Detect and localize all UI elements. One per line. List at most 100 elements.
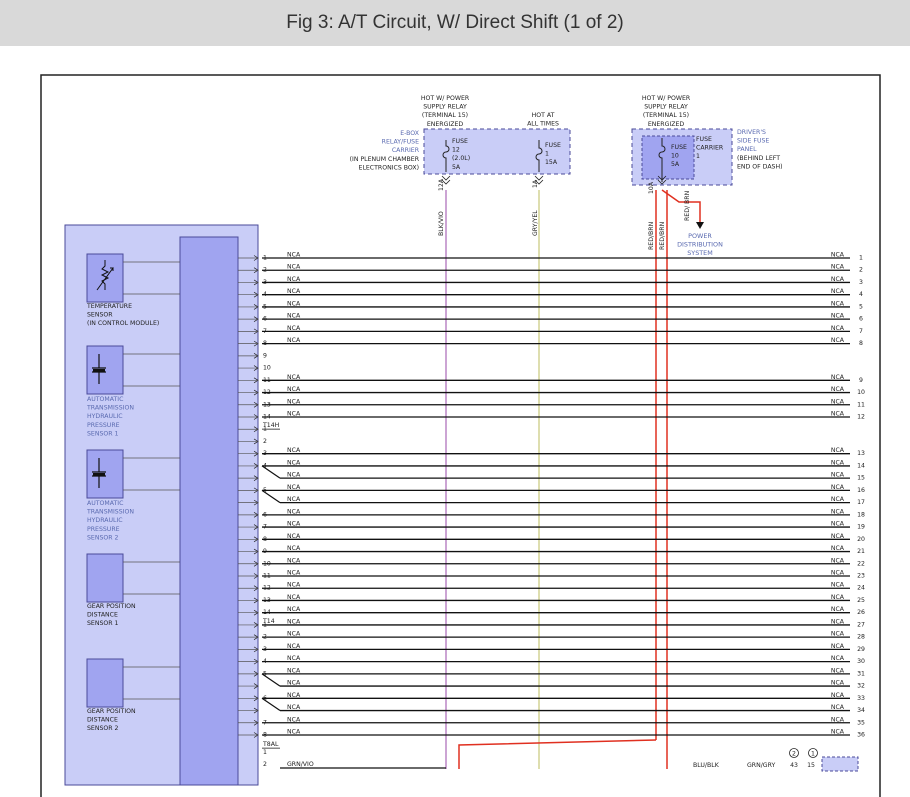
pin-nca-right: NCA bbox=[831, 570, 845, 577]
sensor-2-label-3: HYDRAULIC bbox=[87, 413, 123, 420]
pin-nca-right: NCA bbox=[831, 252, 845, 259]
pin-row: 4NCANCA14 bbox=[238, 459, 865, 469]
pin-nca-right: NCA bbox=[831, 594, 845, 601]
pin-row: 9NCANCA21 bbox=[238, 545, 865, 555]
hot-mid-1: HOT AT bbox=[532, 112, 555, 119]
pressure-sensor-1-element bbox=[93, 369, 105, 372]
pin-nca-right: NCA bbox=[831, 729, 845, 736]
pin-10a: 10A bbox=[648, 181, 655, 194]
wire-diagonal bbox=[261, 673, 281, 687]
ebox-location-1: (IN PLENUM CHAMBER bbox=[350, 156, 420, 163]
pin-right-number: 31 bbox=[857, 670, 865, 677]
pin-nca-left: NCA bbox=[287, 545, 301, 552]
pin-number: 10 bbox=[263, 365, 271, 372]
bottom-wire-blu-blk: BLU/BLK bbox=[693, 762, 720, 769]
hot-right-4: ENERGIZED bbox=[648, 121, 685, 128]
pin-nca-right: NCA bbox=[831, 680, 845, 687]
pin-right-number: 4 bbox=[859, 291, 863, 298]
pin-row: 6NCANCA33 bbox=[238, 692, 865, 702]
fuse-12-icon bbox=[442, 140, 450, 172]
pin-nca-right: NCA bbox=[831, 533, 845, 540]
drivers-panel-location-2: END OF DASH) bbox=[737, 164, 783, 171]
power-distribution-label-3: SYSTEM bbox=[687, 249, 712, 257]
drivers-panel-location-1: (BEHIND LEFT bbox=[737, 155, 780, 162]
pin-right-number: 8 bbox=[859, 340, 863, 347]
sensor-2-label-5: SENSOR 1 bbox=[87, 430, 119, 437]
pin-nca-left: NCA bbox=[287, 692, 301, 699]
connector-label-t8al: T8AL bbox=[262, 741, 279, 748]
pin-nca-left: NCA bbox=[287, 252, 301, 259]
circled-2-text: 2 bbox=[792, 751, 796, 758]
pin-nca-right: NCA bbox=[831, 337, 845, 344]
pin-nca-right: NCA bbox=[831, 374, 845, 381]
pin-right-number: 22 bbox=[857, 560, 865, 567]
fuse1-label-1: FUSE bbox=[545, 142, 561, 149]
pin-nca-right: NCA bbox=[831, 496, 845, 503]
thermistor-icon bbox=[96, 260, 114, 291]
wire-label-red-brn-c: RED/ BRN bbox=[684, 190, 691, 221]
pin-nca-right: NCA bbox=[831, 264, 845, 271]
circled-1-text: 1 bbox=[811, 751, 815, 758]
sensor-2-label-4: PRESSURE bbox=[87, 422, 120, 429]
sensor-4-label-2: DISTANCE bbox=[87, 612, 118, 619]
pin-nca-right: NCA bbox=[831, 606, 845, 613]
wire-label-blk-vio: BLK/VIO bbox=[438, 211, 445, 236]
pin-row: 6NCANCA6 bbox=[238, 313, 863, 323]
sensor-2-label-1: AUTOMATIC bbox=[87, 396, 123, 403]
sensor-3-label-1: AUTOMATIC bbox=[87, 500, 123, 507]
bottom-wire-grn-gry: GRN/GRY bbox=[747, 762, 776, 769]
pin-right-number: 21 bbox=[857, 548, 865, 555]
sensor-4-label-1: GEAR POSITION bbox=[87, 603, 136, 610]
pin-nca-right: NCA bbox=[831, 521, 845, 528]
pin-nca-right: NCA bbox=[831, 459, 845, 466]
pin-row: 5NCANCA5 bbox=[238, 300, 863, 310]
pin-nca-left: NCA bbox=[287, 521, 301, 528]
pin-nca-left: NCA bbox=[287, 484, 301, 491]
hot-left-3: (TERMINAL 15) bbox=[422, 112, 468, 119]
pin-nca-left: NCA bbox=[287, 716, 301, 723]
pin-nca-right: NCA bbox=[831, 582, 845, 589]
pin-right-number: 35 bbox=[857, 719, 865, 726]
pin-nca-left: NCA bbox=[287, 729, 301, 736]
pin-nca-left: NCA bbox=[287, 288, 301, 295]
pin-nca-right: NCA bbox=[831, 386, 845, 393]
pin-nca-left: NCA bbox=[287, 557, 301, 564]
pin-12a: 12A bbox=[438, 178, 445, 191]
sensor-5-label-3: SENSOR 2 bbox=[87, 725, 119, 732]
pin-nca-right: NCA bbox=[831, 704, 845, 711]
pin-right-number: 5 bbox=[859, 303, 863, 310]
fuse12-label-2: 12 bbox=[452, 147, 460, 154]
wire-label-gry-yel: GRY/YEL bbox=[532, 210, 539, 236]
pin-row: 9 bbox=[238, 352, 267, 359]
ebox-location-2: ELECTRONICS BOX) bbox=[359, 165, 419, 172]
pin-nca-right: NCA bbox=[831, 276, 845, 283]
wire-red-brn-branch bbox=[661, 189, 701, 222]
pin-row: 4NCANCA4 bbox=[238, 288, 863, 298]
pin-nca-left: NCA bbox=[287, 570, 301, 577]
pin-nca-left: NCA bbox=[287, 667, 301, 674]
fuse-1-icon bbox=[535, 140, 543, 172]
pin-nca-left: NCA bbox=[287, 631, 301, 638]
pin-row: 5NCANCA31 bbox=[238, 667, 865, 677]
control-module-internal-block bbox=[179, 236, 239, 786]
pin-nca-left: NCA bbox=[287, 582, 301, 589]
wire-label-red-brn-b: RED/BRN bbox=[659, 221, 666, 250]
hot-left-4: ENERGIZED bbox=[427, 121, 464, 128]
pin-nca-left: NCA bbox=[287, 508, 301, 515]
pin-right-number: 26 bbox=[857, 609, 865, 616]
pin-nca-left: NCA bbox=[287, 411, 301, 418]
pin-row: 10 bbox=[238, 365, 271, 372]
pin-right-number: 15 bbox=[857, 475, 865, 482]
pressure-sensor-2-element bbox=[93, 473, 105, 476]
carrier-label-1: FUSE bbox=[696, 136, 712, 143]
power-arrow-icon bbox=[696, 222, 704, 229]
